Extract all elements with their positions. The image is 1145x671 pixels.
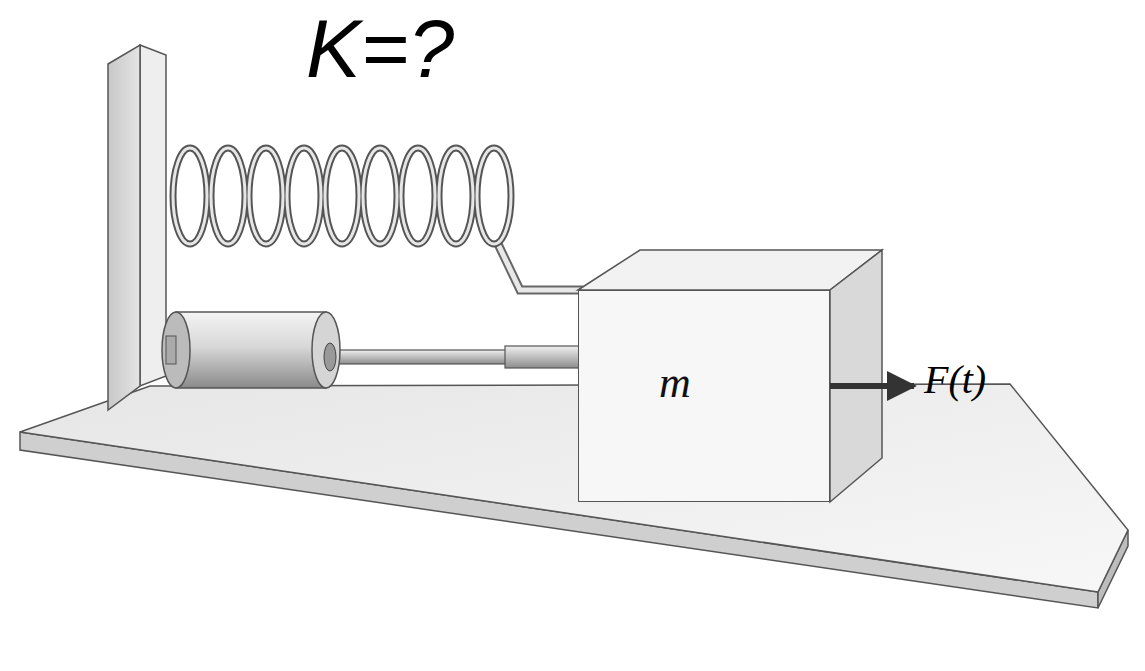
- force-label: F(t): [924, 356, 986, 403]
- damper: [162, 312, 582, 388]
- spring-coil: [249, 148, 283, 244]
- spring-coil: [439, 148, 473, 244]
- spring-coil: [211, 148, 245, 244]
- spring-coil: [173, 148, 207, 244]
- force-arrow: [830, 383, 914, 389]
- spring-coil: [439, 148, 473, 244]
- spring-coil: [325, 148, 359, 244]
- spring-coil: [477, 148, 511, 244]
- spring-coil: [401, 148, 435, 244]
- spring-coil: [363, 148, 397, 244]
- mass-label: m: [659, 357, 691, 408]
- mass-block-faces: [578, 250, 882, 502]
- spring-coil: [401, 148, 435, 244]
- stiffness-label: K=?: [306, 2, 454, 96]
- spring-coil: [211, 148, 245, 244]
- spring-coil: [363, 148, 397, 244]
- spring-coil: [325, 148, 359, 244]
- mass-block: m: [578, 290, 830, 502]
- spring-coil: [249, 148, 283, 244]
- spring-coil: [477, 148, 511, 244]
- wall: [108, 45, 166, 410]
- spring-coil: [287, 148, 321, 244]
- spring: [173, 148, 582, 290]
- spring-coil: [173, 148, 207, 244]
- spring-coil: [287, 148, 321, 244]
- base-plate: [20, 384, 1128, 608]
